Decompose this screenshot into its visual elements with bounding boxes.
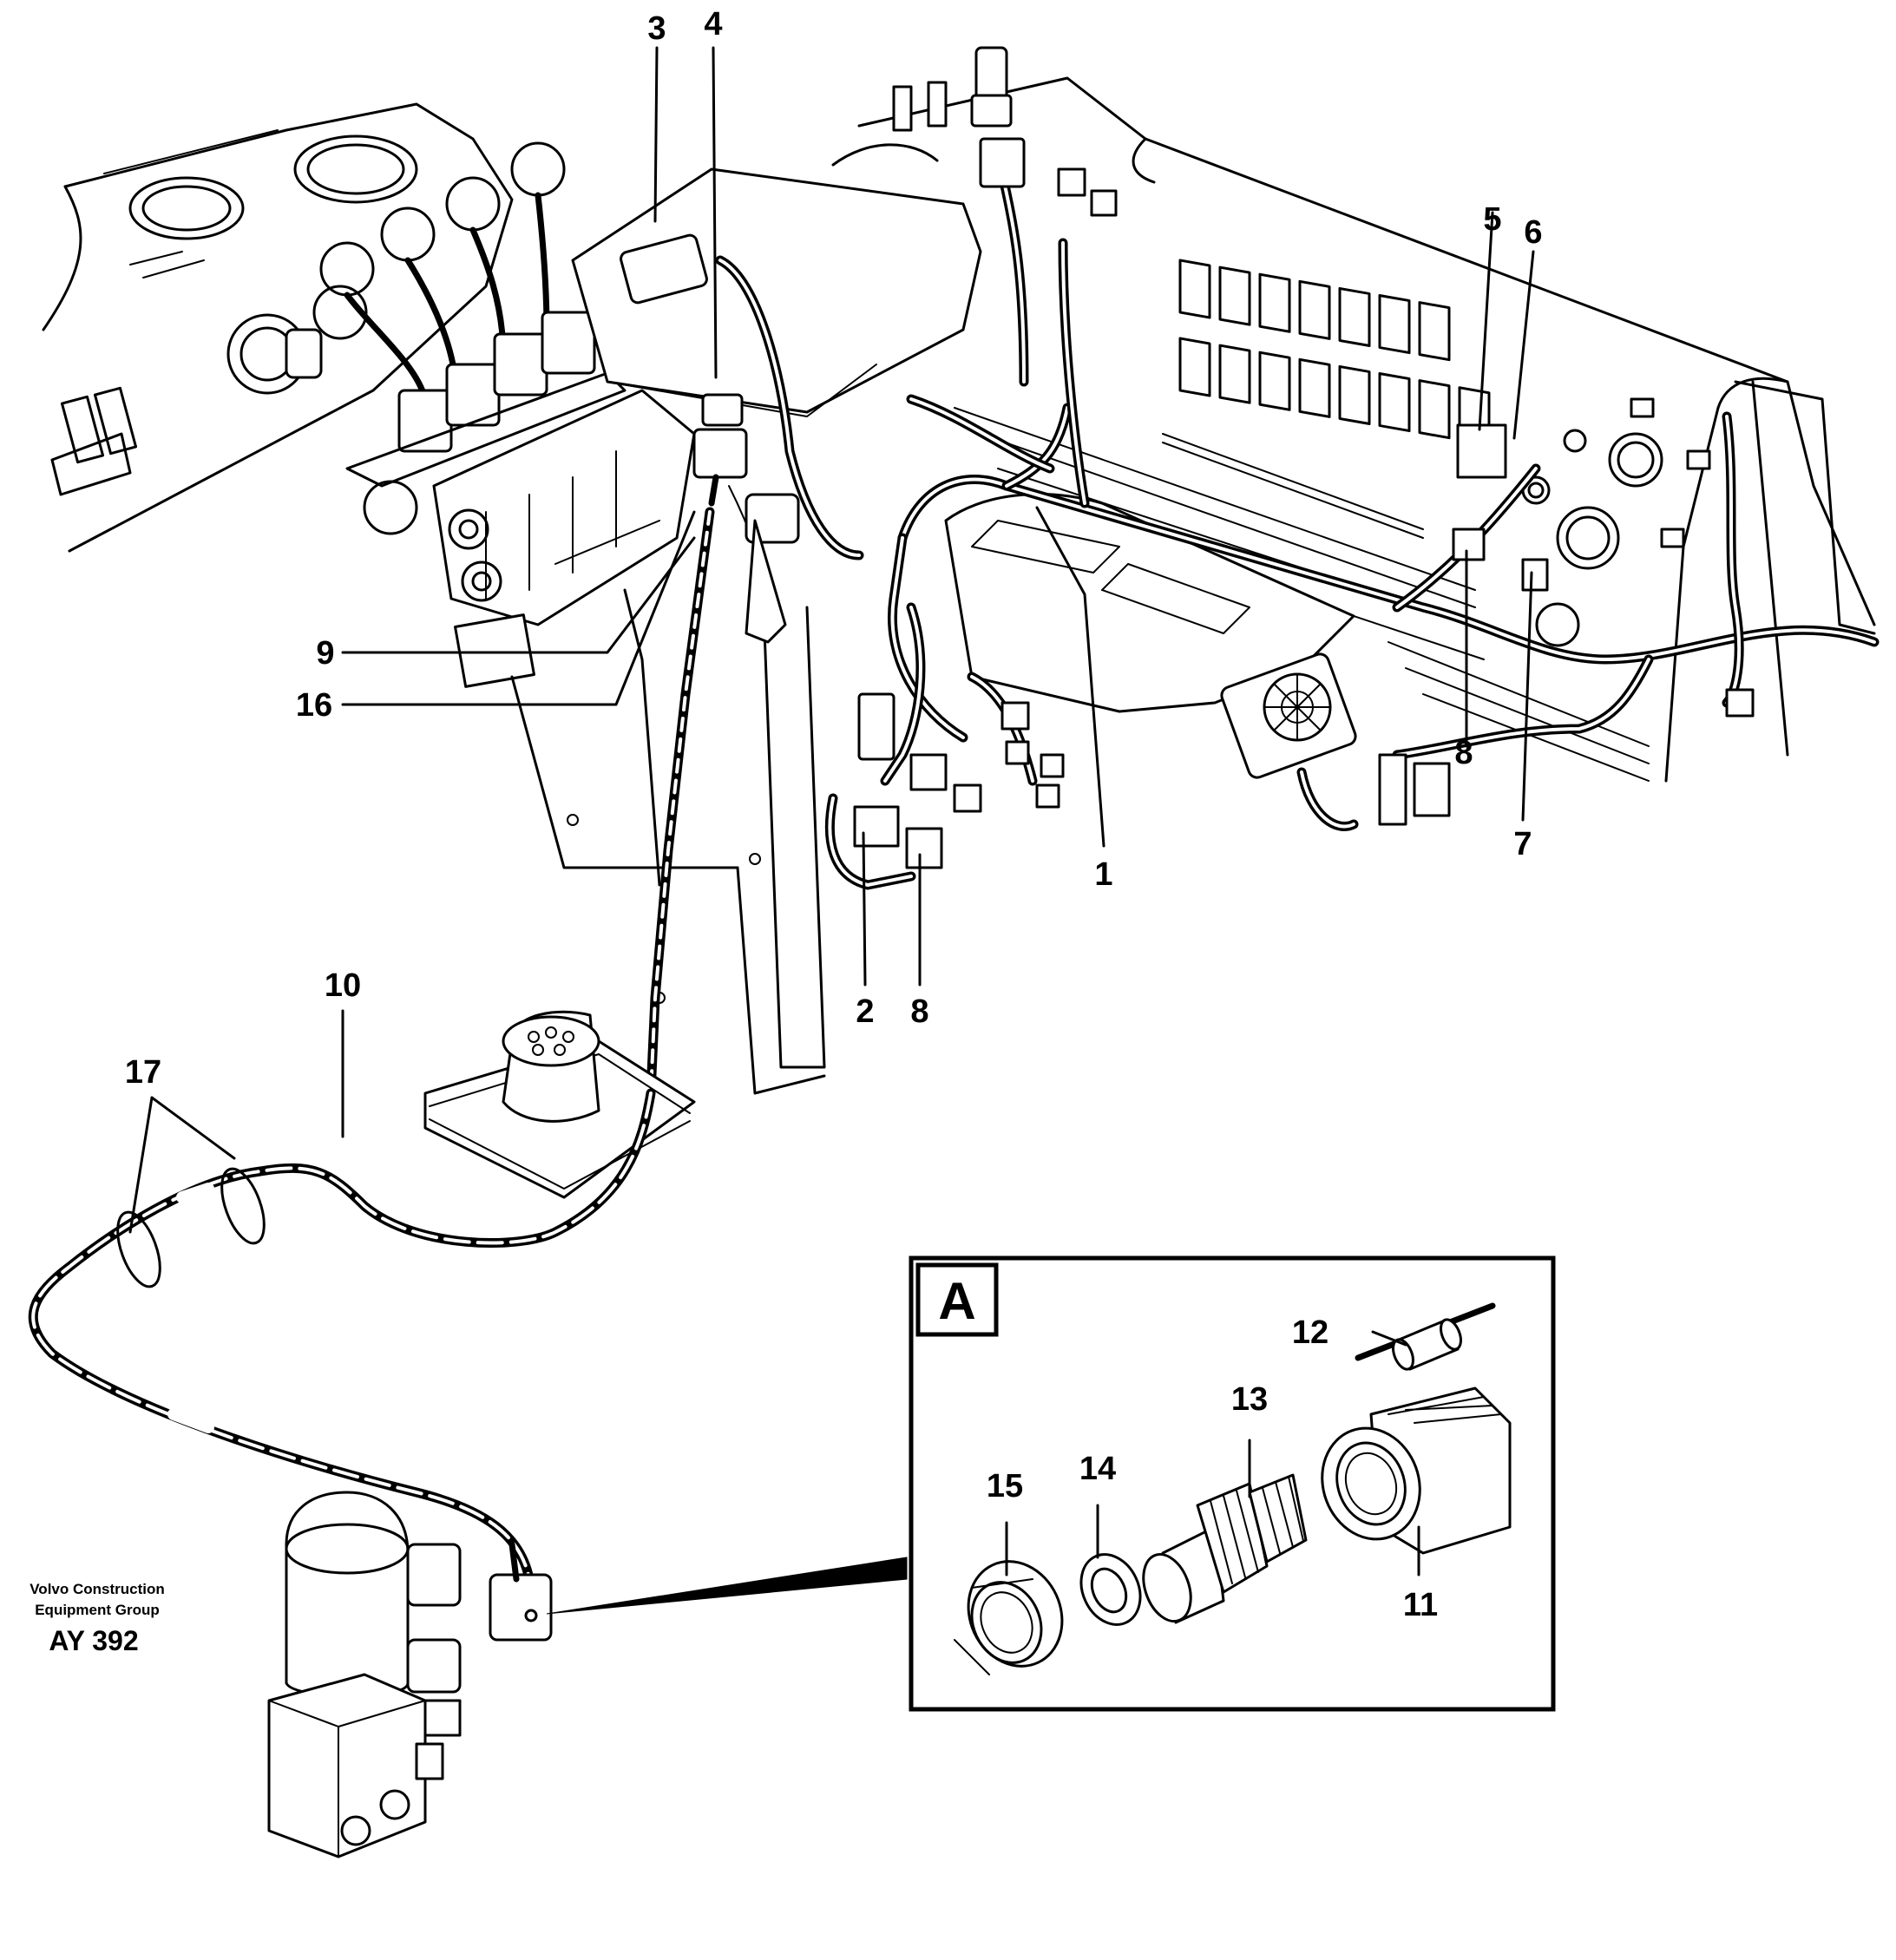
callout-2: 2 [856,993,874,1030]
detail-box-label: A [938,1272,975,1330]
credit-line-2: Equipment Group [35,1602,160,1618]
main-wiring-harness [715,151,1880,890]
callout-14: 14 [1079,1451,1116,1487]
callout-13: 13 [1231,1381,1268,1418]
nut-part-15 [954,1560,1064,1675]
detail-leader-wedge [546,1557,908,1615]
callout-8-upper: 8 [1454,735,1473,771]
callout-numbers: 3 4 5 6 1 2 8 8 7 9 16 10 17 12 13 14 15… [125,6,1543,1623]
callout-5: 5 [1483,201,1501,238]
callout-9: 9 [316,635,334,672]
publisher-credit: Volvo Construction Equipment Group AY 39… [30,1581,165,1656]
callout-3: 3 [647,10,666,47]
callout-16: 16 [296,687,332,724]
control-levers [319,141,627,535]
cable-10 [28,1088,656,1584]
harness-connectors [853,46,1755,869]
floor-connector-plate [423,1010,696,1199]
callout-7: 7 [1513,826,1532,862]
credit-line-1: Volvo Construction [30,1581,165,1597]
adapter-part-13 [1142,1473,1308,1624]
heater-unit [944,493,1357,779]
diode-part-12 [1355,1302,1496,1371]
armrest [571,167,982,417]
callout-1: 1 [1094,856,1112,893]
callout-17: 17 [125,1054,161,1091]
callout-10: 10 [325,967,361,1004]
callout-6: 6 [1524,214,1542,251]
callout-11: 11 [1403,1587,1438,1623]
accumulator-assembly [267,1491,553,1858]
callout-15: 15 [987,1468,1023,1504]
leader-lines [128,46,1535,1577]
drawing-code: AY 392 [49,1625,138,1656]
washer-part-14 [1079,1553,1142,1626]
pedestal-column [510,588,826,1095]
connector-housing-part-11 [1321,1386,1512,1555]
callout-12: 12 [1292,1314,1329,1351]
rocker-switch-bank [1162,259,1491,539]
dashboard-gauges [1521,429,1663,570]
valve-block [432,389,696,688]
pressure-switch-lead [620,233,800,1098]
callout-8-lower: 8 [910,993,928,1030]
left-dashboard-panel [42,102,514,553]
detail-box-a: A [909,1255,1556,1712]
ignition-switch [226,285,368,395]
callout-4: 4 [704,6,722,43]
